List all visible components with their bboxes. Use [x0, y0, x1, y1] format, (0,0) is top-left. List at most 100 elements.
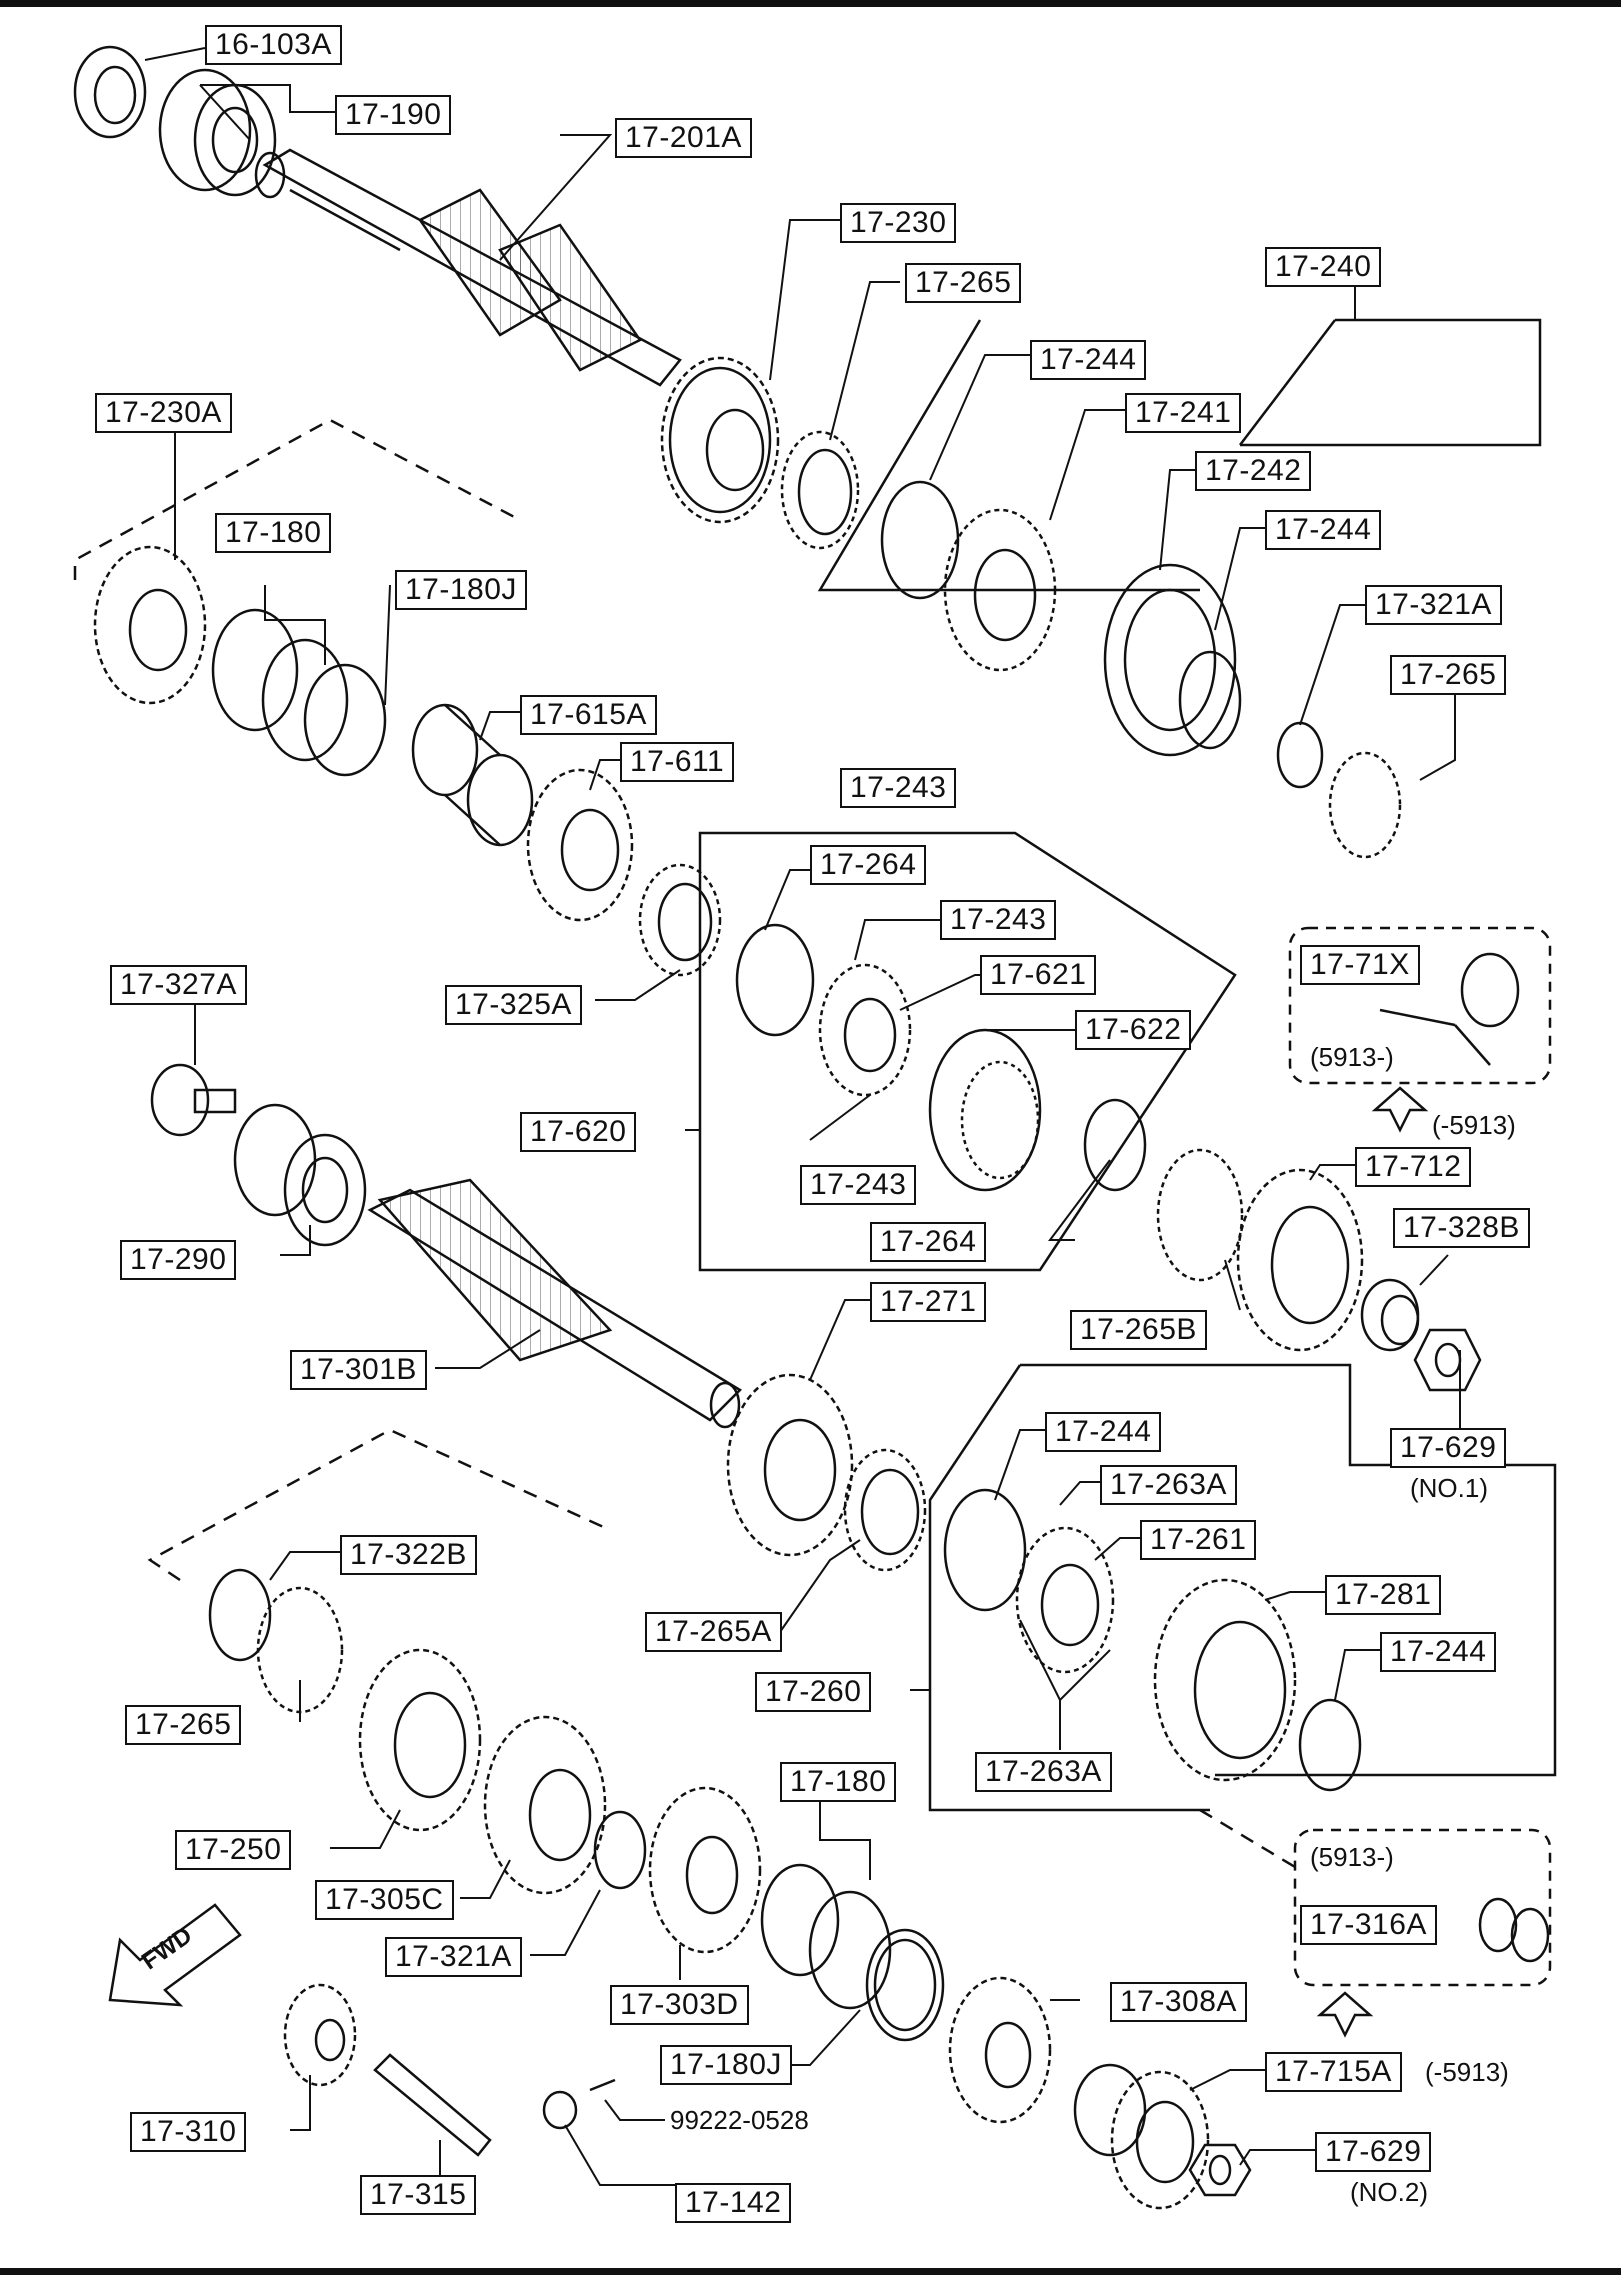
serial-range-minus-5913-b: (-5913)	[1425, 2057, 1509, 2087]
label-17-322B: 17-322B	[340, 1535, 477, 1575]
label-17-263A-a: 17-263A	[1100, 1465, 1237, 1505]
label-17-180-lower: 17-180	[780, 1762, 897, 1802]
countershaft-17-301B	[367, 1178, 743, 1429]
bottom-border-rule	[0, 2268, 1621, 2275]
shaft-17-315	[373, 2053, 492, 2157]
label-17-244-d: 17-244	[1380, 1632, 1497, 1672]
label-17-264-b: 17-264	[870, 1222, 987, 1262]
label-17-316A: 17-316A	[1300, 1905, 1437, 1945]
label-16-103A: 16-103A	[205, 25, 342, 65]
nut-17-629-no2	[1188, 2143, 1252, 2197]
box-17-316A	[1293, 1828, 1552, 1987]
plug-17-327A	[150, 1063, 237, 1137]
label-17-301B: 17-301B	[290, 1350, 427, 1390]
label-17-629-no2: 17-629	[1315, 2132, 1432, 2172]
bearing-17-190	[158, 68, 277, 197]
label-17-260: 17-260	[755, 1672, 872, 1712]
label-17-620: 17-620	[520, 1112, 637, 1152]
label-17-305C: 17-305C	[315, 1880, 454, 1920]
arrow-up-b	[1316, 1991, 1374, 2038]
label-17-621: 17-621	[980, 955, 1097, 995]
bearing-17-180-lower	[760, 1863, 945, 2042]
label-17-271: 17-271	[870, 1282, 987, 1322]
label-17-244-a: 17-244	[1030, 340, 1147, 380]
label-17-241: 17-241	[1125, 393, 1242, 433]
ring-17-265A	[843, 1448, 927, 1572]
label-17-243-b: 17-243	[940, 900, 1057, 940]
gear-17-611	[526, 768, 634, 922]
serial-range-5913-plus: (5913-)	[1310, 1042, 1394, 1072]
label-17-250: 17-250	[175, 1830, 292, 1870]
label-17-244-c: 17-244	[1045, 1412, 1162, 1452]
bearing-17-290	[233, 1103, 367, 1247]
arrow-up-a	[1371, 1086, 1429, 1133]
label-17-290: 17-290	[120, 1240, 237, 1280]
seal-16-103A	[73, 45, 147, 139]
label-17-180-upper: 17-180	[215, 513, 332, 553]
nut-17-629-no1	[1413, 1328, 1482, 1392]
label-17-142: 17-142	[675, 2183, 792, 2223]
note-no2: (NO.2)	[1350, 2177, 1428, 2207]
spacer-17-328B	[1360, 1278, 1420, 1352]
hub-group-17-620	[698, 831, 1237, 1272]
hub-group-17-240	[817, 318, 1542, 859]
fwd-arrow	[108, 1903, 242, 2007]
label-17-321A-lower: 17-321A	[385, 1937, 522, 1977]
gear-17-230	[660, 356, 780, 524]
label-17-328B: 17-328B	[1393, 1208, 1530, 1248]
label-17-263A-b: 17-263A	[975, 1752, 1112, 1792]
gear-17-310	[283, 1983, 357, 2087]
label-17-240: 17-240	[1265, 247, 1382, 287]
gear-17-715A	[1073, 2063, 1210, 2210]
gear-17-303D	[648, 1786, 762, 1954]
clip-17-142	[542, 2078, 616, 2130]
label-17-180J-upper: 17-180J	[395, 570, 527, 610]
box-17-71X	[1288, 926, 1552, 1085]
note-no1: (NO.1)	[1410, 1473, 1488, 1503]
label-17-712: 17-712	[1355, 1147, 1472, 1187]
label-17-265A: 17-265A	[645, 1612, 782, 1652]
label-17-265B: 17-265B	[1070, 1310, 1207, 1350]
label-17-315: 17-315	[360, 2175, 477, 2215]
gear-17-271	[726, 1373, 854, 1557]
label-17-310: 17-310	[130, 2112, 247, 2152]
gear-17-230A-group	[73, 418, 521, 777]
label-17-190: 17-190	[335, 95, 452, 135]
ring-17-265-upper	[780, 430, 860, 550]
main-shaft-upper	[254, 148, 682, 387]
leader-lines	[144, 47, 1461, 2186]
label-17-261: 17-261	[1140, 1520, 1257, 1560]
label-17-180J-lower: 17-180J	[660, 2045, 792, 2085]
label-17-201A: 17-201A	[615, 118, 752, 158]
label-17-615A: 17-615A	[520, 695, 657, 735]
label-17-230: 17-230	[840, 203, 957, 243]
label-17-715A: 17-715A	[1265, 2052, 1402, 2092]
ring-17-325A	[638, 863, 722, 977]
label-17-622: 17-622	[1075, 1010, 1192, 1050]
label-17-327A: 17-327A	[110, 965, 247, 1005]
sleeve-17-615A	[411, 703, 534, 847]
gear-17-308A	[948, 1976, 1052, 2124]
label-17-611: 17-611	[620, 742, 735, 782]
label-17-230A: 17-230A	[95, 393, 232, 433]
label-17-244-b: 17-244	[1265, 510, 1382, 550]
label-17-265-right: 17-265	[1390, 655, 1507, 695]
label-17-321A-upper: 17-321A	[1365, 585, 1502, 625]
lower-left-gear-group	[147, 1428, 647, 1895]
label-17-242: 17-242	[1195, 451, 1312, 491]
label-17-303D: 17-303D	[610, 1985, 749, 2025]
ring-17-265B	[1156, 1148, 1244, 1282]
top-border-rule	[0, 0, 1621, 7]
gear-17-712	[1236, 1168, 1364, 1352]
label-17-71X: 17-71X	[1300, 945, 1420, 985]
label-17-243-a: 17-243	[840, 768, 957, 808]
label-17-308A: 17-308A	[1110, 1982, 1247, 2022]
serial-range-minus-5913-a: (-5913)	[1432, 1110, 1516, 1140]
label-17-281: 17-281	[1325, 1575, 1442, 1615]
label-17-264-a: 17-264	[810, 845, 927, 885]
label-17-243-c: 17-243	[800, 1165, 917, 1205]
bolt-part-number: 99222-0528	[670, 2105, 809, 2135]
label-17-325A: 17-325A	[445, 985, 582, 1025]
label-17-265-upper: 17-265	[905, 263, 1022, 303]
